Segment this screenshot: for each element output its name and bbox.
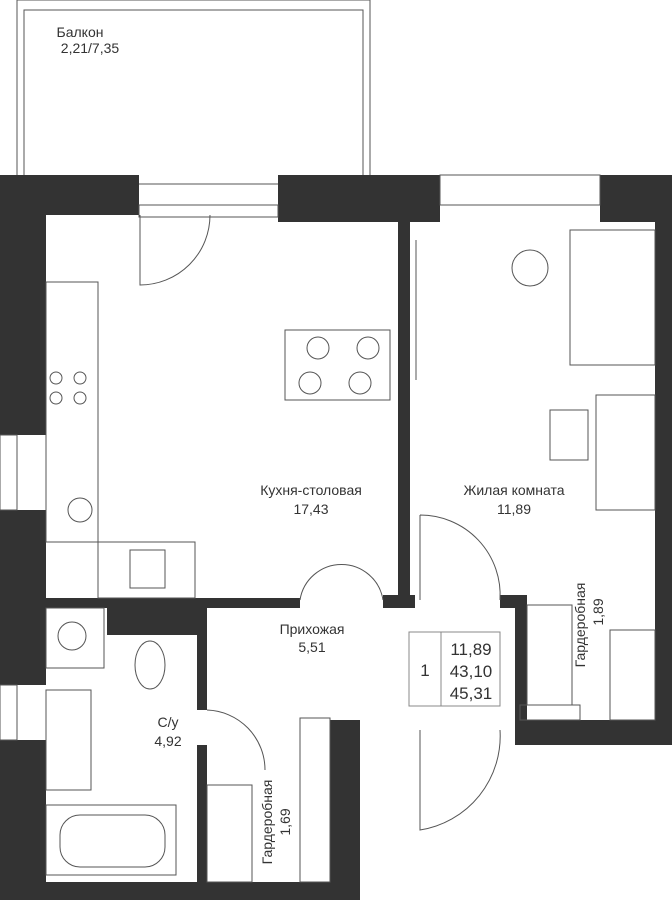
bathroom-name: С/у — [158, 714, 179, 730]
wardrobe2-name: Гардеробная — [259, 780, 275, 865]
windows — [0, 174, 601, 741]
total-area: 43,10 — [450, 662, 493, 681]
rooms-count: 1 — [420, 661, 429, 680]
kitchen-area: 17,43 — [293, 501, 328, 517]
wardrobe1-name: Гардеробная — [572, 583, 588, 668]
bathroom-area: 4,92 — [154, 733, 181, 749]
living-area: 11,89 — [497, 501, 531, 517]
balcony-name: Балкон — [57, 24, 104, 40]
balcony-area: 2,21/7,35 — [61, 40, 120, 56]
area-summary: 1 11,89 43,10 45,31 — [408, 631, 501, 707]
doors — [139, 214, 501, 831]
bathroom-furniture — [45, 607, 331, 883]
living-furniture — [415, 229, 656, 721]
hall-name: Прихожая — [280, 621, 345, 637]
walls — [0, 175, 672, 900]
living-area-total: 11,89 — [450, 640, 491, 659]
hall-area: 5,51 — [298, 639, 325, 655]
kitchen-furniture — [45, 281, 391, 599]
wardrobe1-area: 1,89 — [590, 598, 606, 625]
wardrobe2-area: 1,69 — [277, 808, 293, 835]
living-name: Жилая комната — [463, 482, 564, 498]
balcony — [16, 0, 371, 185]
total-with-balcony: 45,31 — [450, 684, 493, 703]
kitchen-name: Кухня-столовая — [260, 482, 362, 498]
